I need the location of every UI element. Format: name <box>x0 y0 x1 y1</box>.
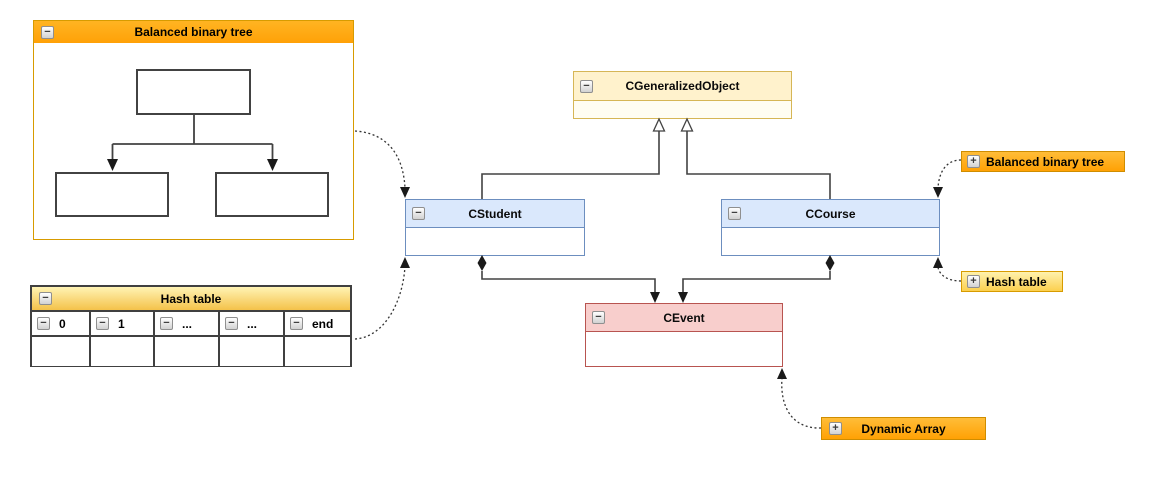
class-name: CGeneralizedObject <box>625 79 740 93</box>
edge-hash-table-to-course[interactable] <box>933 257 962 282</box>
hollow-triangle-arrowhead <box>652 117 666 132</box>
diamond <box>825 255 835 271</box>
hash-cell-1[interactable] <box>91 337 155 366</box>
hash-column-header-2[interactable]: − ... <box>155 312 220 337</box>
collapse-icon[interactable]: − <box>290 317 303 330</box>
edge-hash-table-to-student[interactable] <box>354 257 410 340</box>
arrowhead <box>678 292 688 303</box>
group-titlebar: − Hash table <box>32 287 350 312</box>
hash-column-label: ... <box>182 316 193 331</box>
expand-icon[interactable]: + <box>967 155 980 168</box>
class-name: CCourse <box>805 206 856 221</box>
collapse-icon[interactable]: − <box>580 79 593 93</box>
class-cgeneralizedobject[interactable]: − CGeneralizedObject <box>573 71 792 119</box>
expand-icon[interactable]: + <box>967 275 980 288</box>
hash-column-header-end[interactable]: − end <box>285 312 350 337</box>
class-header: − CGeneralizedObject <box>573 71 792 101</box>
edge-student-generalization[interactable] <box>481 117 666 199</box>
collapsed-group-label: Balanced binary tree <box>986 154 1105 169</box>
collapse-icon[interactable]: − <box>412 207 425 220</box>
arrowhead <box>933 257 943 268</box>
collapse-icon[interactable]: − <box>96 317 109 330</box>
class-body <box>721 228 940 256</box>
hash-table-columns: − 0 − 1 − ... − ... − end <box>32 312 350 366</box>
diamond <box>477 255 487 271</box>
group-title: Hash table <box>160 291 222 306</box>
tree-node-root[interactable] <box>136 69 251 115</box>
collapse-icon[interactable]: − <box>592 311 605 324</box>
arrowhead <box>933 187 943 198</box>
class-ccourse[interactable]: − CCourse <box>721 199 940 256</box>
edge-balanced-tree-to-student[interactable] <box>354 130 410 198</box>
class-body <box>573 101 792 119</box>
hash-column-header-1[interactable]: − 1 <box>91 312 155 337</box>
collapse-icon[interactable]: − <box>728 207 741 220</box>
collapse-icon[interactable]: − <box>39 292 52 305</box>
edge-dynamic-array-to-event[interactable] <box>777 368 822 429</box>
class-cevent[interactable]: − CEvent <box>585 303 783 367</box>
collapse-icon[interactable]: − <box>160 317 173 330</box>
hash-cell-3[interactable] <box>220 337 285 366</box>
class-header: − CStudent <box>405 199 585 228</box>
collapsed-group-label: Hash table <box>986 274 1047 289</box>
hash-column-label: end <box>312 316 334 331</box>
tree-node-left[interactable] <box>55 172 169 217</box>
hash-cell-end[interactable] <box>285 337 350 366</box>
edge-student-event-composition[interactable] <box>477 255 661 303</box>
collapse-icon[interactable]: − <box>225 317 238 330</box>
hash-cell-0[interactable] <box>32 337 91 366</box>
class-cstudent[interactable]: − CStudent <box>405 199 585 256</box>
collapse-icon[interactable]: − <box>41 25 54 39</box>
collapsed-group-hash-table[interactable]: + Hash table <box>961 271 1063 292</box>
collapsed-group-balanced-binary-tree[interactable]: + Balanced binary tree <box>961 151 1125 172</box>
hash-column-header-3[interactable]: − ... <box>220 312 285 337</box>
class-header: − CEvent <box>585 303 783 332</box>
hash-column-label: ... <box>247 316 258 331</box>
class-body <box>405 228 585 256</box>
tree-node-right[interactable] <box>215 172 329 217</box>
collapsed-group-dynamic-array[interactable]: + Dynamic Array <box>821 417 986 440</box>
arrowhead <box>777 368 787 379</box>
hash-column-header-0[interactable]: − 0 <box>32 312 91 337</box>
arrowhead <box>400 187 410 198</box>
collapsed-group-label: Dynamic Array <box>861 421 946 436</box>
group-balanced-binary-tree[interactable]: − Balanced binary tree <box>33 20 354 240</box>
edge-balanced-tree-to-course[interactable] <box>933 159 962 198</box>
group-title: Balanced binary tree <box>134 25 253 39</box>
class-name: CStudent <box>468 206 522 221</box>
class-header: − CCourse <box>721 199 940 228</box>
group-titlebar: − Balanced binary tree <box>34 21 353 43</box>
expand-icon[interactable]: + <box>829 422 842 435</box>
hash-column-label: 1 <box>118 316 125 331</box>
hash-column-label: 0 <box>59 316 66 331</box>
class-name: CEvent <box>663 310 705 325</box>
collapse-icon[interactable]: − <box>37 317 50 330</box>
hash-cell-2[interactable] <box>155 337 220 366</box>
edge-course-generalization[interactable] <box>680 117 831 199</box>
edge-course-event-composition[interactable] <box>678 255 835 303</box>
arrowhead <box>400 257 410 268</box>
hollow-triangle-arrowhead <box>680 117 694 132</box>
arrowhead <box>650 292 660 303</box>
class-body <box>585 332 783 367</box>
group-hash-table[interactable]: − Hash table − 0 − 1 − ... − ... − end <box>30 285 352 367</box>
